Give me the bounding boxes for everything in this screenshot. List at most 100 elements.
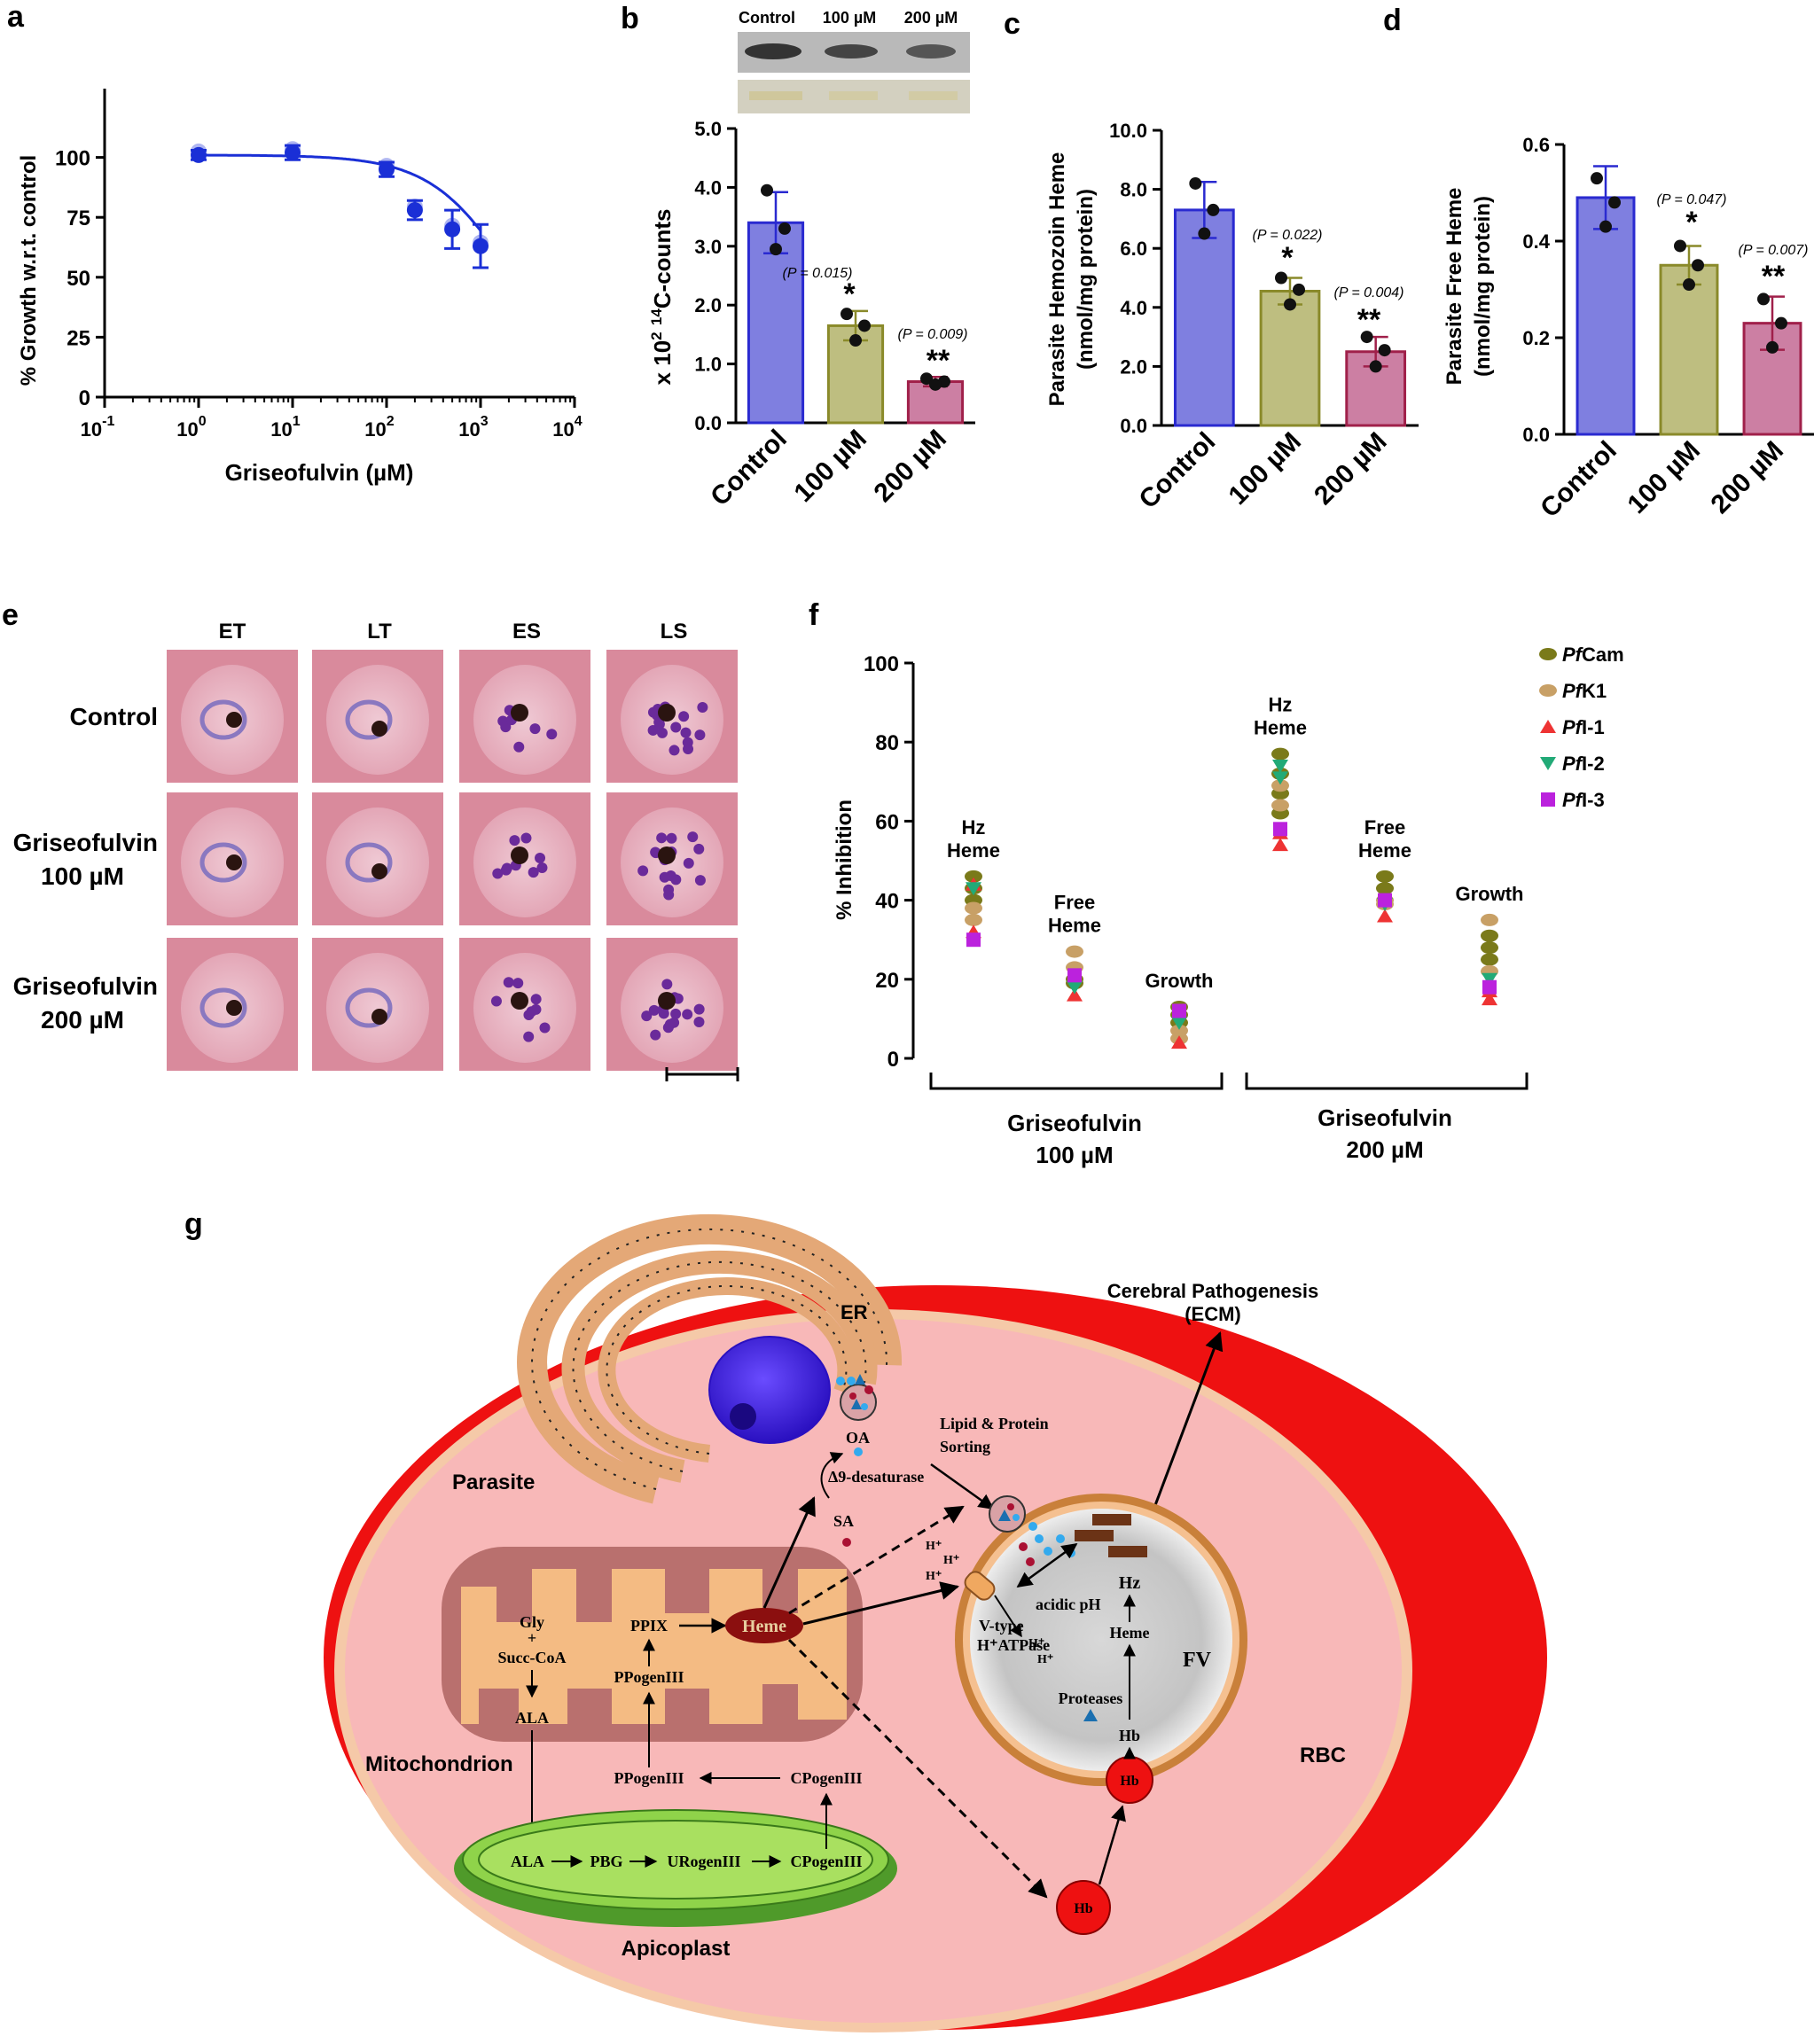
data-point — [1481, 953, 1498, 966]
group-bracket-100: Griseofulvin 100 µM — [929, 1073, 1224, 1168]
label-plus: + — [528, 1629, 536, 1647]
merozoite — [697, 702, 708, 714]
panel-c-star2: ** — [1357, 303, 1381, 337]
pigment — [371, 863, 387, 879]
cluster-label: Heme — [1048, 915, 1101, 937]
blot-label-control: Control — [739, 9, 795, 27]
merozoite — [659, 871, 670, 883]
col-label-lt: LT — [367, 620, 392, 644]
panel-letter-c: c — [1004, 7, 1020, 41]
y-tick-label: 50 — [66, 267, 90, 291]
y-tick-label: 3.0 — [694, 236, 722, 258]
merozoite — [670, 1008, 682, 1019]
merozoite — [694, 875, 706, 886]
rbc-cell — [326, 807, 429, 917]
merozoite — [501, 862, 512, 874]
label-hplus-5: H⁺ — [1037, 1653, 1053, 1666]
merozoite — [526, 1006, 537, 1018]
panel-a-plot — [191, 141, 489, 269]
row-label-control: Control — [69, 703, 158, 730]
data-point — [1172, 1003, 1186, 1018]
panel-f-axes: 020406080100HzHemeFreeHemeGrowthHzHemeFr… — [864, 652, 1524, 1072]
v-type-atpase — [964, 1571, 996, 1601]
data-point — [1272, 838, 1288, 852]
pigment — [658, 846, 676, 864]
data-point — [473, 238, 489, 254]
replicate-point — [1757, 293, 1770, 306]
group-label-100-l1: Griseofulvin — [1007, 1110, 1142, 1136]
panel-d-star2: ** — [1762, 260, 1786, 293]
data-point — [1482, 979, 1497, 995]
row-label-gf100-l1: Griseofulvin — [13, 829, 158, 856]
replicate-point — [858, 319, 871, 332]
panel-c-p1: (P = 0.022) — [1252, 228, 1322, 243]
micrograph-r2-c3 — [459, 792, 590, 925]
x-tick-label: 200 µM — [1705, 436, 1789, 520]
panel-e: e ET LT ES LS Control Griseofulvin 100 µ… — [2, 598, 739, 1081]
data-point — [1376, 882, 1394, 895]
y-tick-label: 100 — [864, 652, 899, 676]
merozoite — [682, 1009, 693, 1020]
label-fv: FV — [1183, 1649, 1212, 1672]
panel-letter-e: e — [2, 598, 19, 632]
pigment — [658, 704, 676, 722]
panel-b-p1: (P = 0.015) — [782, 266, 852, 281]
group-label-100-l2: 100 µM — [1036, 1142, 1113, 1168]
cluster-label: Free — [1054, 892, 1095, 914]
panel-b-plot — [747, 183, 965, 425]
merozoite — [528, 867, 539, 878]
panel-letter-f: f — [809, 598, 819, 632]
label-cpogen-api: CPogenIII — [790, 1853, 862, 1870]
merozoite — [658, 1008, 669, 1019]
bar — [1576, 196, 1636, 436]
y-tick-label: 80 — [875, 731, 899, 755]
label-apicoplast: Apicoplast — [622, 1937, 731, 1961]
cluster-label: Free — [1364, 816, 1405, 839]
replicate-point — [1599, 220, 1612, 233]
merozoite — [492, 868, 504, 879]
label-fv-heme: Heme — [1110, 1624, 1150, 1642]
merozoite — [641, 1010, 653, 1022]
data-point — [379, 161, 395, 178]
merozoite — [513, 741, 525, 753]
group-label-200-l1: Griseofulvin — [1317, 1104, 1452, 1131]
replicate-point — [1275, 271, 1287, 285]
replicate-point — [1360, 331, 1373, 344]
merozoite — [520, 832, 532, 844]
panel-c-p2: (P = 0.004) — [1333, 285, 1404, 300]
x-tick-label: 101 — [270, 414, 300, 441]
rbc-cell — [326, 665, 429, 775]
parasite-ring — [199, 842, 247, 883]
label-hb-upper: Hb — [1120, 1774, 1138, 1789]
panel-d-p2: (P = 0.007) — [1738, 243, 1808, 258]
pigment — [371, 1009, 387, 1025]
data-point — [1377, 909, 1393, 923]
pigment — [511, 992, 528, 1010]
data-point — [1067, 968, 1082, 983]
data-point — [1171, 1035, 1187, 1049]
merozoite — [637, 865, 649, 877]
data-point — [1067, 980, 1083, 995]
label-pbg: PBG — [590, 1853, 622, 1870]
panel-a: a % Growth w.r.t. control Griseofulvin (… — [7, 0, 583, 486]
parasite-ring — [345, 699, 393, 740]
label-succ-coa: Succ-CoA — [498, 1649, 567, 1666]
panel-letter-g: g — [184, 1207, 203, 1241]
y-tick-label: 75 — [66, 207, 90, 230]
panel-letter-d: d — [1383, 4, 1402, 37]
transport-vesicle — [989, 1495, 1026, 1533]
merozoite — [503, 977, 514, 988]
replicate-point — [1207, 203, 1220, 216]
cluster-label: Growth — [1456, 883, 1524, 905]
panel-d: d Parasite Free Heme (nmol/mg protein) 0… — [1383, 4, 1814, 523]
y-tick-label: 8.0 — [1120, 179, 1147, 201]
panel-b-star1: * — [843, 277, 856, 311]
panel-c-star1: * — [1281, 241, 1294, 275]
pigment — [371, 721, 387, 737]
replicate-point — [761, 183, 773, 197]
label-rbc: RBC — [1300, 1744, 1346, 1767]
replicate-point — [778, 222, 791, 235]
x-tick-label: 10-1 — [81, 414, 115, 441]
legend-label: PfK1 — [1562, 680, 1607, 702]
cluster-label: Heme — [947, 839, 1000, 862]
